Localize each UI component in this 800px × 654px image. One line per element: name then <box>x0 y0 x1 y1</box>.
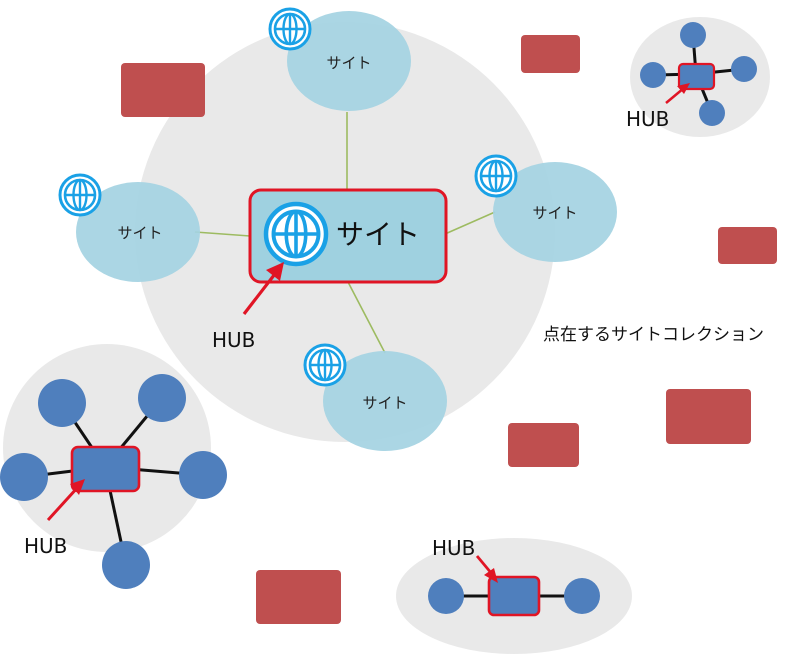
globe-icon <box>266 204 326 264</box>
node-circle <box>102 541 150 589</box>
node-circle <box>428 578 464 614</box>
site-label-left: サイト <box>117 224 162 242</box>
globe-icon <box>58 173 102 217</box>
hub-arrow <box>46 485 80 522</box>
scattered-site-collection <box>256 570 341 624</box>
site-label-bottom: サイト <box>362 394 407 412</box>
site-circle-top <box>287 11 411 111</box>
node-circle <box>731 56 757 82</box>
node-circle <box>179 451 227 499</box>
hub-arrow <box>475 555 494 575</box>
node-circle <box>640 62 666 88</box>
scattered-site-collection <box>718 227 777 264</box>
hub-label-left: HUB <box>24 534 67 558</box>
hub-label-top-right: HUB <box>626 107 669 131</box>
scattered-site-collection <box>508 423 579 467</box>
scattered-collections-label: 点在するサイトコレクション <box>543 325 764 345</box>
hub-arrow-head <box>677 83 690 94</box>
hub-arrow-main <box>242 269 280 315</box>
site-connectors <box>194 112 496 354</box>
hub-arrow-head <box>70 479 85 495</box>
hub-site-label: サイト <box>336 218 420 251</box>
site-label-top: サイト <box>326 54 371 72</box>
site-label-right: サイト <box>532 204 577 222</box>
hub-label-bottom: HUB <box>432 536 475 560</box>
hub-arrow-main-head <box>266 262 284 281</box>
site-circle-left <box>76 182 200 282</box>
mini-hub-box <box>677 62 716 91</box>
hub-arrow-head <box>484 568 498 583</box>
scattered-site-collection <box>121 63 205 117</box>
hub-label-main: HUB <box>212 328 255 352</box>
globe-icon <box>303 343 347 387</box>
mini-hub-box <box>487 575 541 617</box>
scattered-site-collection <box>666 389 751 444</box>
globe-icon <box>474 154 518 198</box>
site-circle-right <box>493 162 617 262</box>
node-circle <box>38 379 86 427</box>
scattered-site-collection <box>521 35 580 73</box>
site-circle-bottom <box>323 351 447 451</box>
node-circle <box>699 100 725 126</box>
node-circle <box>680 22 706 48</box>
node-circle <box>138 374 186 422</box>
mini-hub-box <box>70 445 141 493</box>
globe-icon <box>268 7 312 51</box>
node-circle <box>564 578 600 614</box>
node-circle <box>0 453 48 501</box>
